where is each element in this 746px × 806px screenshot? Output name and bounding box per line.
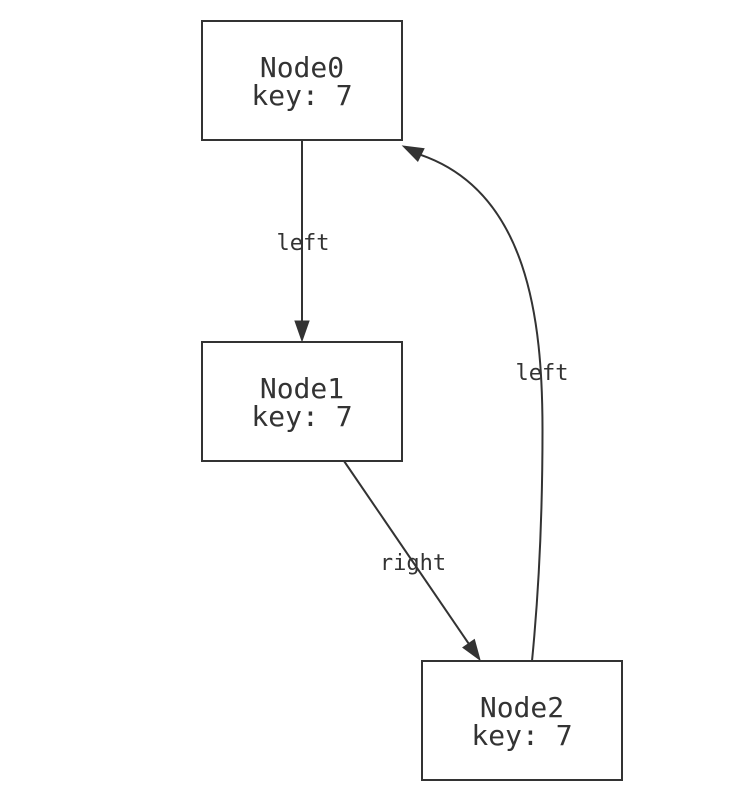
edge-node0-node1 — [294, 140, 310, 343]
node-node0-key: key: 7 — [251, 79, 352, 112]
node-node1-box — [201, 341, 403, 462]
edge-label-right-node1-node2: right — [380, 551, 446, 576]
node-node2-box — [421, 660, 623, 781]
node-node2: Node2 key: 7 — [421, 660, 623, 781]
node-node1: Node1 key: 7 — [201, 341, 403, 462]
node-node2-key: key: 7 — [471, 719, 572, 752]
arrowhead-icon — [462, 638, 481, 662]
node-node0: Node0 key: 7 — [201, 20, 403, 141]
edge-line-node2-node0 — [420, 153, 544, 662]
node-node1-title: Node1 — [260, 372, 344, 405]
arrowhead-icon — [294, 320, 310, 343]
edge-label-left-node2-node0: left — [516, 361, 569, 386]
edge-node2-node0 — [401, 145, 544, 662]
edge-node1-node2 — [343, 460, 481, 662]
node-node2-title: Node2 — [480, 691, 564, 724]
edge-line-node1-node2 — [343, 460, 470, 645]
node-node1-key: key: 7 — [251, 400, 352, 433]
arrowhead-icon — [401, 145, 425, 163]
node-node0-title: Node0 — [260, 51, 344, 84]
node-node0-box — [201, 20, 403, 141]
edge-label-left-node0-node1: left — [277, 231, 330, 256]
